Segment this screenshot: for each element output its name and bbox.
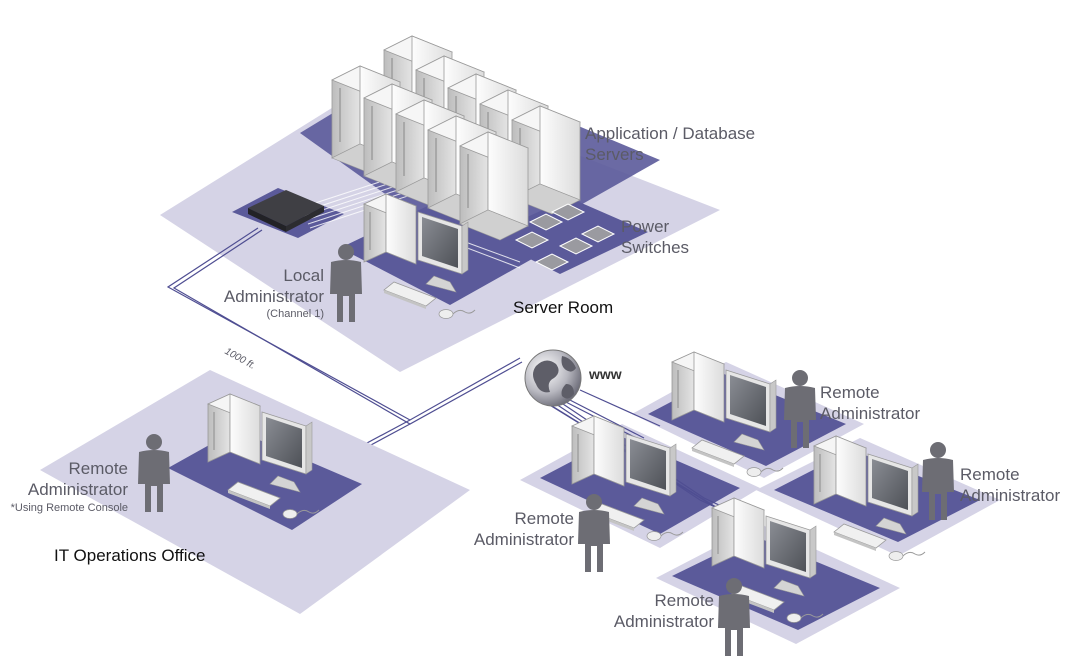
remote-admin-3-label: Remote Administrator bbox=[440, 508, 574, 550]
it-admin-line1: Remote bbox=[68, 459, 128, 478]
www-label: www bbox=[589, 366, 622, 382]
kvm-switch bbox=[248, 190, 324, 232]
remote-admin-4-line2: Administrator bbox=[613, 612, 714, 631]
remote-admin-3-line1: Remote bbox=[514, 509, 574, 528]
server-room-label: Server Room bbox=[513, 298, 614, 317]
remote-admin-2-label: Remote Administrator bbox=[960, 464, 1060, 506]
servers-label-line1: Application / Database bbox=[585, 124, 756, 143]
power-switches-label: Power Switches bbox=[621, 216, 689, 258]
remote-admin-1-label: Remote Administrator bbox=[820, 382, 920, 424]
remote-admin-3-line2: Administrator bbox=[473, 530, 574, 549]
power-switches bbox=[514, 203, 616, 271]
servers-label-line2: Servers bbox=[585, 145, 644, 164]
remote-admin-1-line1: Remote bbox=[820, 383, 880, 402]
it-admin-label: Remote Administrator bbox=[0, 458, 128, 500]
local-admin-line1: Local bbox=[283, 266, 324, 285]
globe-icon bbox=[524, 349, 582, 407]
power-switches-line2: Switches bbox=[621, 238, 690, 257]
local-admin-label: Local Administrator bbox=[196, 265, 324, 307]
local-admin-channel: (Channel 1) bbox=[266, 308, 324, 320]
remote-admin-4-label: Remote Administrator bbox=[580, 590, 714, 632]
remote-admin-2-line2: Administrator bbox=[960, 486, 1061, 505]
remote-admin-1-line2: Administrator bbox=[820, 404, 921, 423]
it-admin-line2: Administrator bbox=[27, 480, 128, 499]
it-office-label: IT Operations Office bbox=[54, 546, 206, 565]
remote-admin-2-line1: Remote bbox=[960, 465, 1020, 484]
remote-admin-4-line1: Remote bbox=[654, 591, 714, 610]
power-switches-line1: Power bbox=[621, 217, 670, 236]
local-admin-line2: Administrator bbox=[223, 287, 324, 306]
it-admin-note: *Using Remote Console bbox=[10, 502, 128, 514]
servers-label: Application / Database Servers bbox=[585, 123, 755, 165]
